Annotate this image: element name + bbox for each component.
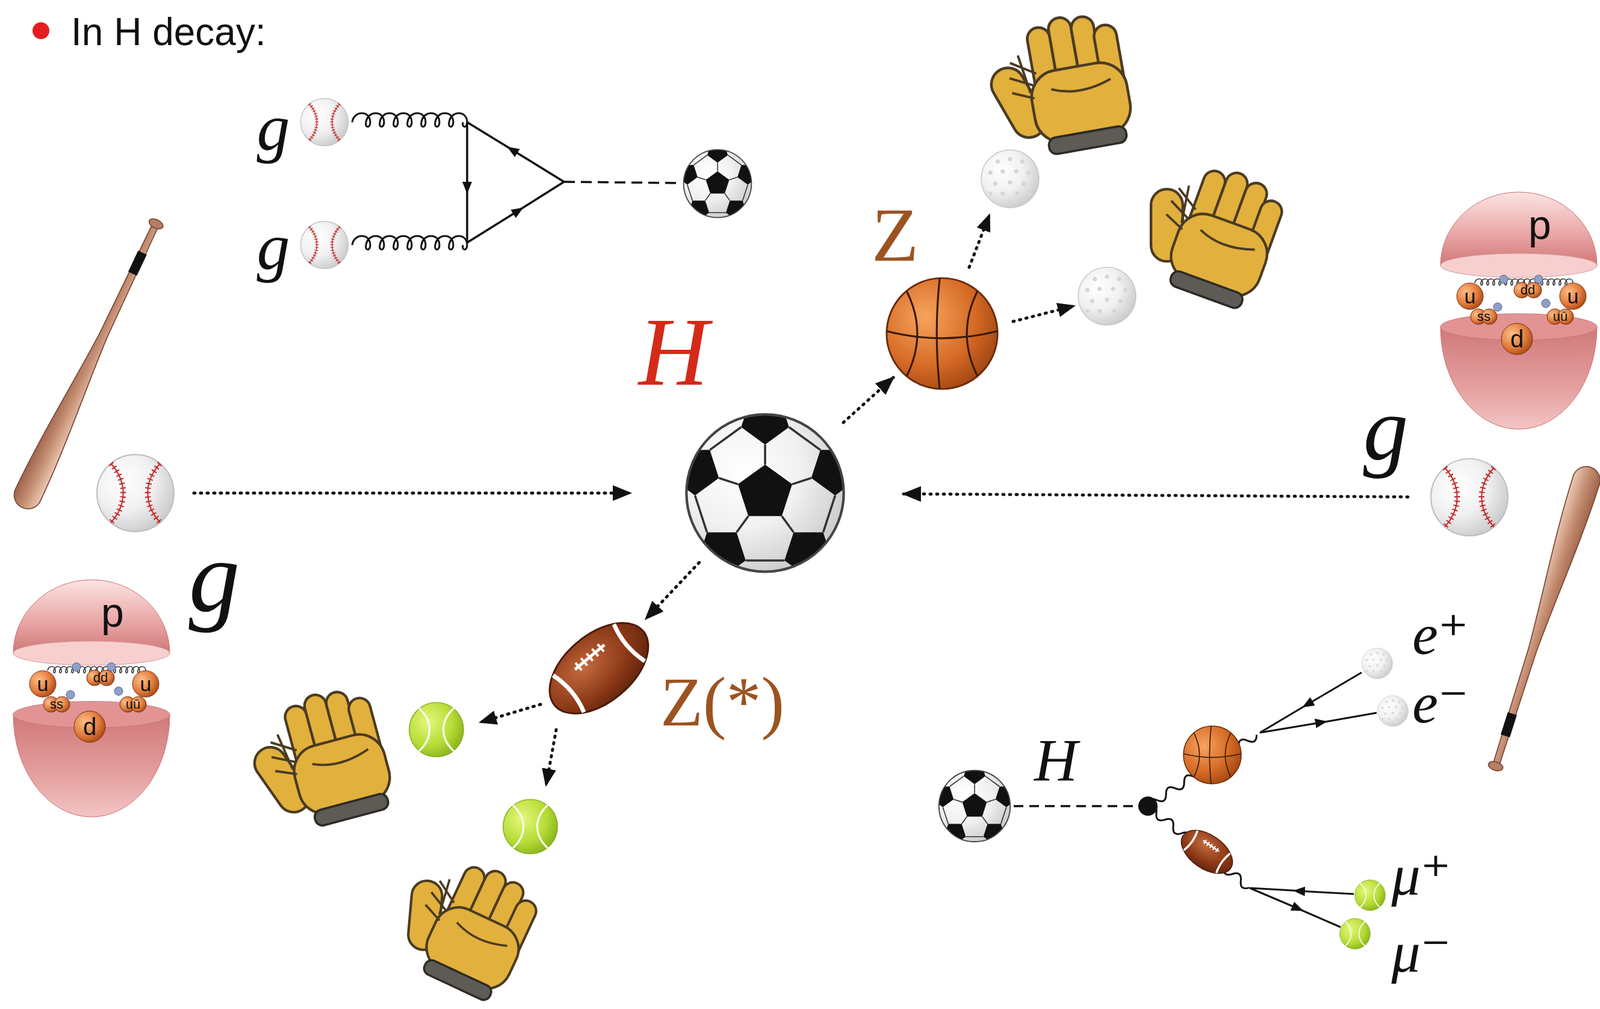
dotted-arrow [645,562,699,619]
quark [1456,282,1587,355]
higgs-ball: H [681,409,849,577]
proton-label: p [101,591,125,633]
baseball-ball [1428,456,1511,539]
gluon-dot [66,662,123,699]
quark-label: uū [1553,310,1568,324]
dotted-arrow [479,214,1075,786]
proton-top-face [13,641,170,666]
gluon-label: g [257,213,291,280]
z-star-label: Z(*) [660,666,785,737]
z-boson-ball: Z [883,274,1002,393]
decay-products [409,149,1136,854]
lepton-label: μ⁺ [1391,846,1452,905]
proton-shape [10,576,173,818]
gluon-baseball: g [1428,456,1511,539]
lepton-label: e⁺ [1412,605,1469,664]
quark-label: uū [125,697,141,711]
higgs-label: H [638,303,709,401]
gluon-label: g [257,94,291,161]
quark-label: u [140,673,152,695]
dotted-arrow [902,493,1408,497]
quark-label: ss [1477,310,1491,324]
soccer-shape [668,399,862,583]
proton-label: p [1528,204,1552,245]
quark-label: u [37,673,49,695]
bullet [32,22,50,40]
quark-label: d [83,714,97,739]
baseball-shape [1430,458,1508,536]
football-shape [532,604,665,731]
gluon-label: g [1363,383,1409,474]
dotted-arrow [193,491,631,495]
gluon-label: g [189,525,241,628]
higgs-label: H [1034,730,1078,791]
proton-shape [1437,189,1600,430]
quark-label: u [1567,285,1579,307]
quark-label: dd [93,671,108,685]
quark-label: u [1464,285,1476,307]
glove [236,7,1292,1006]
gluon-fusion-diagram [300,98,760,270]
lepton-label: e⁻ [1412,674,1469,732]
heading: In H decay: [71,12,267,52]
quark-label: dd [1520,283,1535,297]
z-label: Z [871,196,919,274]
baseball-shape [96,454,174,532]
bat [9,214,1600,775]
football-ball [538,610,660,726]
gluon-dot [1493,275,1551,312]
gluon-baseball: g [94,452,177,534]
quark [29,669,159,743]
quark-label: d [1510,326,1524,351]
four-lepton-diagram [930,648,1408,950]
proton-top-face [1440,253,1597,278]
proton-bottom [1440,326,1597,430]
proton: puddussduū [1437,189,1600,430]
baseball-ball [94,452,177,534]
proton-bottom [13,714,170,817]
z-star-ball: Z(*) [538,610,660,726]
lepton-label: μ⁻ [1391,923,1452,982]
basketball-ball [883,274,1002,393]
basketball-shape [886,278,998,389]
quark-label: ss [49,697,64,711]
soccer-ball [681,409,849,577]
proton: puddussduū [10,576,173,818]
dotted-arrow [843,376,894,423]
